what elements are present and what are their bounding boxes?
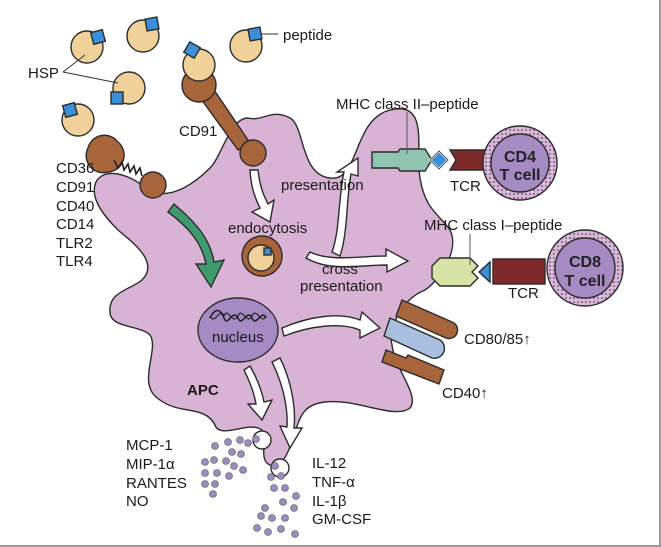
cd8-label: CD8: [569, 254, 601, 271]
hsp-peptide-complex: [110, 71, 146, 105]
tcr-cd4: [448, 149, 489, 171]
chemokine-label: MIP-1α: [126, 456, 175, 473]
nucleus: [197, 297, 279, 363]
cd4-label: CD4: [504, 149, 536, 166]
cytokine-label: IL-12: [312, 455, 346, 472]
hsp-peptide-complex: [229, 26, 263, 63]
chemokine-granules: [201, 435, 260, 498]
apc-label: APC: [187, 382, 219, 399]
chemokine-label: NO: [126, 493, 149, 510]
receptor-cluster: [85, 134, 167, 199]
tcr-label: TCR: [508, 285, 539, 302]
receptor-label: TLR2: [56, 235, 93, 252]
presentation-arrow: [331, 156, 359, 257]
cd40-label: CD40↑: [442, 385, 488, 402]
hsp-peptide-complex: [126, 16, 160, 53]
receptor-label: CD14: [56, 216, 94, 233]
hsp-callout-line: [62, 54, 86, 73]
endocytosis-arrow: [249, 169, 275, 224]
cd8-t-cell: [546, 229, 624, 307]
cd40-molecule: [381, 349, 445, 385]
nucleus-label: nucleus: [212, 329, 264, 346]
tcr-cd8: [492, 258, 546, 285]
cd91-label: CD91: [179, 123, 217, 140]
hsp-bound-cd91: [182, 40, 216, 82]
presentation-label: presentation: [281, 177, 364, 194]
cross-presentation-arrow: [305, 247, 410, 274]
upregulation-arrow: [281, 310, 382, 340]
tcr-label: TCR: [450, 178, 481, 195]
mhc-class-i-label: MHC class I–peptide: [424, 217, 562, 234]
chemokine-label: MCP-1: [126, 437, 173, 454]
t-cell-label: T cell: [565, 273, 606, 290]
peptide-label: peptide: [283, 27, 332, 44]
mhc-class-i-complex: [431, 257, 491, 287]
secretion-arrow: [243, 365, 274, 422]
hsp-peptide-complex: [61, 101, 95, 137]
cd91-receptor: [181, 67, 267, 167]
cross-presentation-label: presentation: [300, 278, 383, 295]
signaling-arrow: [167, 202, 226, 289]
cytokine-granules: [253, 462, 300, 538]
cd80-85-molecule: [395, 299, 459, 340]
dna-icon: [209, 309, 267, 322]
t-cell-label: T cell: [500, 167, 541, 184]
receptor-label: CD91: [56, 179, 94, 196]
chemokine-label: RANTES: [126, 475, 187, 492]
cd80-85-blue-molecule: [383, 317, 446, 359]
mhc-class-ii-label: MHC class II–peptide: [336, 96, 479, 113]
cytokine-label: GM-CSF: [312, 511, 371, 528]
cross-presentation-label: cross: [322, 261, 358, 278]
endocytosis-label: endocytosis: [228, 220, 307, 237]
mhc-class-ii-complex: [371, 148, 450, 172]
receptor-label: TLR4: [56, 253, 93, 270]
cytokine-label: IL-1β: [312, 493, 347, 510]
endosome: [241, 235, 283, 277]
cd4-t-cell: [482, 125, 558, 201]
hsp-label: HSP: [28, 65, 59, 82]
receptor-label: CD36: [56, 160, 94, 177]
receptor-label: CD40: [56, 198, 94, 215]
secretion-arrow: [271, 357, 304, 450]
cytokine-label: TNF-α: [312, 474, 355, 491]
hsp-peptide-complex: [70, 28, 107, 64]
cd80-85-label: CD80/85↑: [464, 331, 531, 348]
hsp-callout-line: [62, 71, 119, 84]
